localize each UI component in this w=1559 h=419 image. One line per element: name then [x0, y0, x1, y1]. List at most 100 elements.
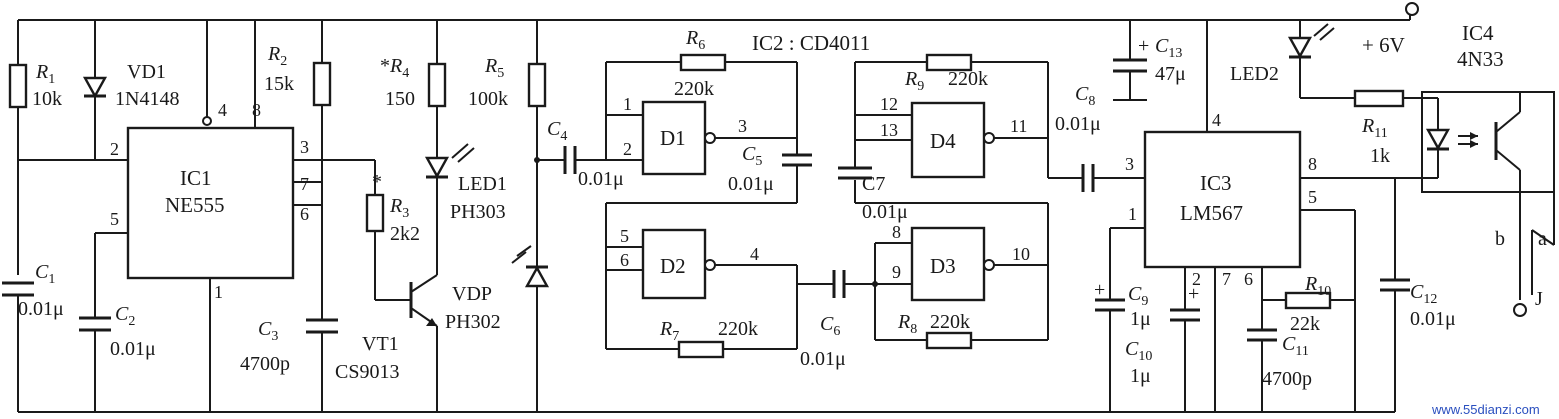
label-vt1-ref: VT1 [362, 333, 399, 355]
label-ic3-name: IC3 [1200, 171, 1232, 195]
label-c9-value: 1μ [1130, 308, 1151, 330]
label-c1-value: 0.01μ [18, 298, 64, 320]
label-r9-ref: R9 [904, 68, 924, 94]
resistor-r11 [1353, 89, 1405, 108]
label-r10-ref: R10 [1304, 273, 1331, 299]
pin-ic1-5: 5 [110, 209, 119, 229]
label-c5-value: 0.01μ [728, 173, 774, 195]
label-c7-value: 0.01μ [862, 201, 908, 223]
label-c4-value: 0.01μ [578, 168, 624, 190]
resistor-r1 [8, 63, 28, 109]
label-gate-d3: D3 [930, 254, 956, 278]
label-r4-ref: *R4 [380, 55, 409, 81]
pin-d2-out: 4 [750, 244, 759, 264]
label-r10-value: 22k [1290, 313, 1320, 335]
resistor-r6 [679, 53, 727, 72]
label-r9-value: 220k [948, 68, 988, 90]
label-r6-ref: R6 [685, 27, 705, 53]
label-r3-value: 2k2 [390, 223, 420, 245]
resistor-r7 [677, 340, 725, 359]
led2-icon [1287, 36, 1313, 59]
watermark: www.55dianzi.com [1431, 402, 1540, 417]
label-led2-ref: LED2 [1230, 63, 1279, 85]
label-c12-value: 0.01μ [1410, 308, 1456, 330]
pin-d2-in2: 6 [620, 250, 629, 270]
label-c12-ref: C12 [1410, 281, 1437, 307]
label-c13-ref: C13 [1155, 35, 1182, 61]
ic1-section [2, 2, 1419, 413]
label-c13-value: 47μ [1155, 63, 1186, 85]
label-ic4-part: 4N33 [1457, 47, 1504, 71]
diode-vd1 [82, 76, 108, 99]
pin-ic3-7: 7 [1222, 269, 1231, 289]
photodiode-vdp [524, 265, 550, 288]
gate-d1 [641, 100, 707, 176]
label-c2-value: 0.01μ [110, 338, 156, 360]
pin-d4-in2: 13 [880, 120, 898, 140]
label-r1-value: 10k [32, 88, 62, 110]
label-gate-d2: D2 [660, 254, 686, 278]
resistor-r3 [365, 193, 385, 233]
pin-ic1-2: 2 [110, 139, 119, 159]
label-c5-ref: C5 [742, 143, 762, 169]
gate-d2 [641, 228, 707, 300]
pin-ic1-6: 6 [300, 204, 309, 224]
output-section [1287, 20, 1555, 380]
label-r5-value: 100k [468, 88, 508, 110]
ic2-section [537, 53, 1083, 359]
pin-ic3-8: 8 [1308, 154, 1317, 174]
label-vdp-ref: VDP [452, 283, 492, 305]
pin-ic1-3: 3 [300, 137, 309, 157]
label-vt1-value: CS9013 [335, 361, 399, 383]
ic3-section [1081, 20, 1396, 412]
label-r4-value: 150 [385, 88, 415, 110]
label-r3-prefix: * [372, 171, 382, 193]
resistor-r4 [427, 62, 447, 108]
label-relay-a: a [1538, 228, 1547, 250]
led1-icon [424, 156, 450, 179]
label-r3-ref: R3 [389, 195, 409, 221]
resistor-r9 [925, 53, 973, 72]
label-led1-value: PH303 [450, 201, 506, 223]
label-r7-value: 220k [718, 318, 758, 340]
label-c6-value: 0.01μ [800, 348, 846, 370]
label-r5-ref: R5 [484, 55, 504, 81]
pin-ic3-3: 3 [1125, 154, 1134, 174]
label-ic1-part: NE555 [165, 193, 225, 217]
pin-d3-out: 10 [1012, 244, 1030, 264]
pin-d1-in2: 2 [623, 139, 632, 159]
resistor-r8 [925, 331, 973, 350]
pin-ic3-5: 5 [1308, 187, 1317, 207]
pin-ic1-4: 4 [218, 100, 227, 120]
label-gate-d1: D1 [660, 126, 686, 150]
label-c8-ref: C8 [1075, 83, 1095, 109]
label-led1-ref: LED1 [458, 173, 507, 195]
label-r7-ref: R7 [659, 318, 679, 344]
label-c8-value: 0.01μ [1055, 113, 1101, 135]
label-r11-ref: R11 [1361, 115, 1388, 141]
pin-d4-in1: 12 [880, 94, 898, 114]
label-c9-ref: C9 [1128, 283, 1148, 309]
label-ic2-title: IC2 : CD4011 [752, 31, 870, 55]
label-c10-plus: + [1188, 283, 1199, 305]
resistor-r2 [312, 61, 332, 107]
label-relay-j: J [1535, 288, 1543, 310]
label-c6-ref: C6 [820, 313, 840, 339]
label-c10-ref: C10 [1125, 338, 1152, 364]
label-gate-d4: D4 [930, 129, 956, 153]
label-vd1-value: 1N4148 [115, 88, 179, 110]
pin-ic1-8: 8 [252, 100, 261, 120]
resistor-r5 [527, 62, 547, 108]
label-c7-ref: C7 [862, 173, 885, 195]
label-r11-value: 1k [1370, 145, 1390, 167]
label-relay-b: b [1495, 228, 1505, 250]
supply-terminal [1405, 2, 1419, 16]
label-supply: + 6V [1362, 33, 1405, 57]
pin-d3-in1: 8 [892, 222, 901, 242]
label-ic3-part: LM567 [1180, 201, 1243, 225]
label-c13-plus: + [1138, 35, 1149, 57]
pin-d4-out: 11 [1010, 116, 1027, 136]
ic3-body [1143, 130, 1302, 269]
label-c9-plus: + [1094, 279, 1105, 301]
